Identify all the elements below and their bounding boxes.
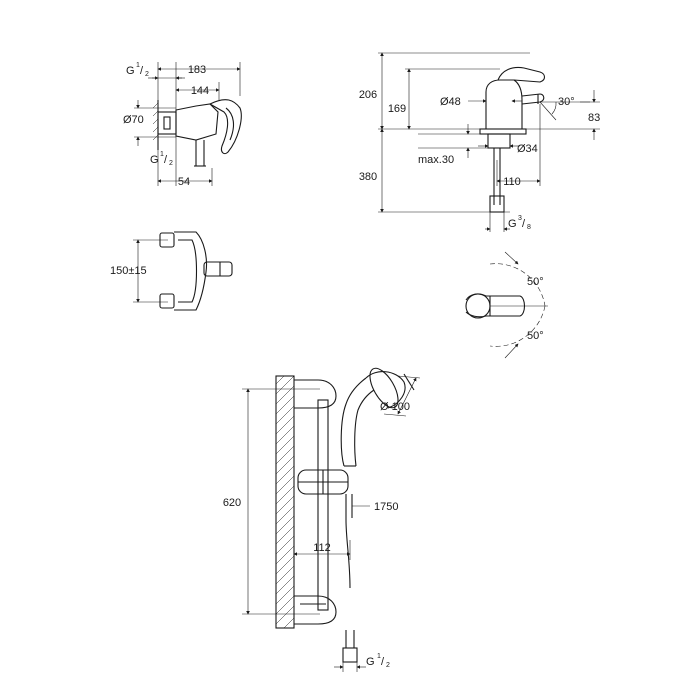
svg-text:/: / bbox=[522, 218, 526, 230]
dim-max30: max.30 bbox=[418, 154, 454, 166]
svg-text:/: / bbox=[140, 65, 144, 77]
svg-text:2: 2 bbox=[169, 160, 173, 167]
dim-54: 54 bbox=[178, 176, 190, 188]
thread-label-bottom: G bbox=[150, 154, 159, 166]
svg-text:2: 2 bbox=[386, 662, 390, 669]
dim-d48: Ø48 bbox=[440, 96, 461, 108]
dim-144: 144 bbox=[191, 85, 209, 97]
dim-83: 83 bbox=[588, 112, 600, 124]
dim-206: 206 bbox=[359, 89, 377, 101]
thread-label-g12-hose: G bbox=[366, 656, 375, 668]
dim-620: 620 bbox=[223, 497, 241, 509]
svg-text:1: 1 bbox=[160, 151, 164, 158]
svg-text:3: 3 bbox=[518, 215, 522, 222]
dim-d100: Ø 100 bbox=[380, 401, 410, 413]
dim-110: 110 bbox=[503, 176, 521, 188]
svg-text:1: 1 bbox=[136, 62, 140, 69]
dim-d34: Ø34 bbox=[517, 143, 538, 155]
svg-text:/: / bbox=[164, 154, 168, 166]
svg-text:/: / bbox=[381, 656, 385, 668]
svg-text:8: 8 bbox=[527, 224, 531, 231]
dim-150-15: 150±15 bbox=[110, 265, 147, 277]
angle-bottom: 50° bbox=[527, 330, 544, 342]
thread-label-top: G bbox=[126, 65, 135, 77]
dim-d70: Ø70 bbox=[123, 114, 144, 126]
dim-30deg: 30° bbox=[558, 96, 575, 108]
dim-112: 112 bbox=[313, 542, 331, 554]
shower-mixer-front-view: 150±15 bbox=[110, 231, 233, 311]
dim-169: 169 bbox=[388, 103, 406, 115]
shower-mixer-side-view: 183 144 54 G 1 / 2 Ø70 bbox=[123, 62, 242, 188]
svg-text:2: 2 bbox=[145, 71, 149, 78]
lever-rotation-diagram: 50° 50° bbox=[465, 251, 548, 359]
shower-rail-set: 620 bbox=[223, 367, 421, 672]
thread-label-g38: G bbox=[508, 218, 517, 230]
dim-183: 183 bbox=[188, 64, 206, 76]
angle-top: 50° bbox=[527, 276, 544, 288]
svg-text:1: 1 bbox=[377, 653, 381, 660]
dim-380: 380 bbox=[359, 171, 377, 183]
dim-1750: 1750 bbox=[374, 501, 398, 513]
basin-mixer-side-view: 206 169 Ø48 30° 83 max.30 bbox=[359, 52, 600, 232]
